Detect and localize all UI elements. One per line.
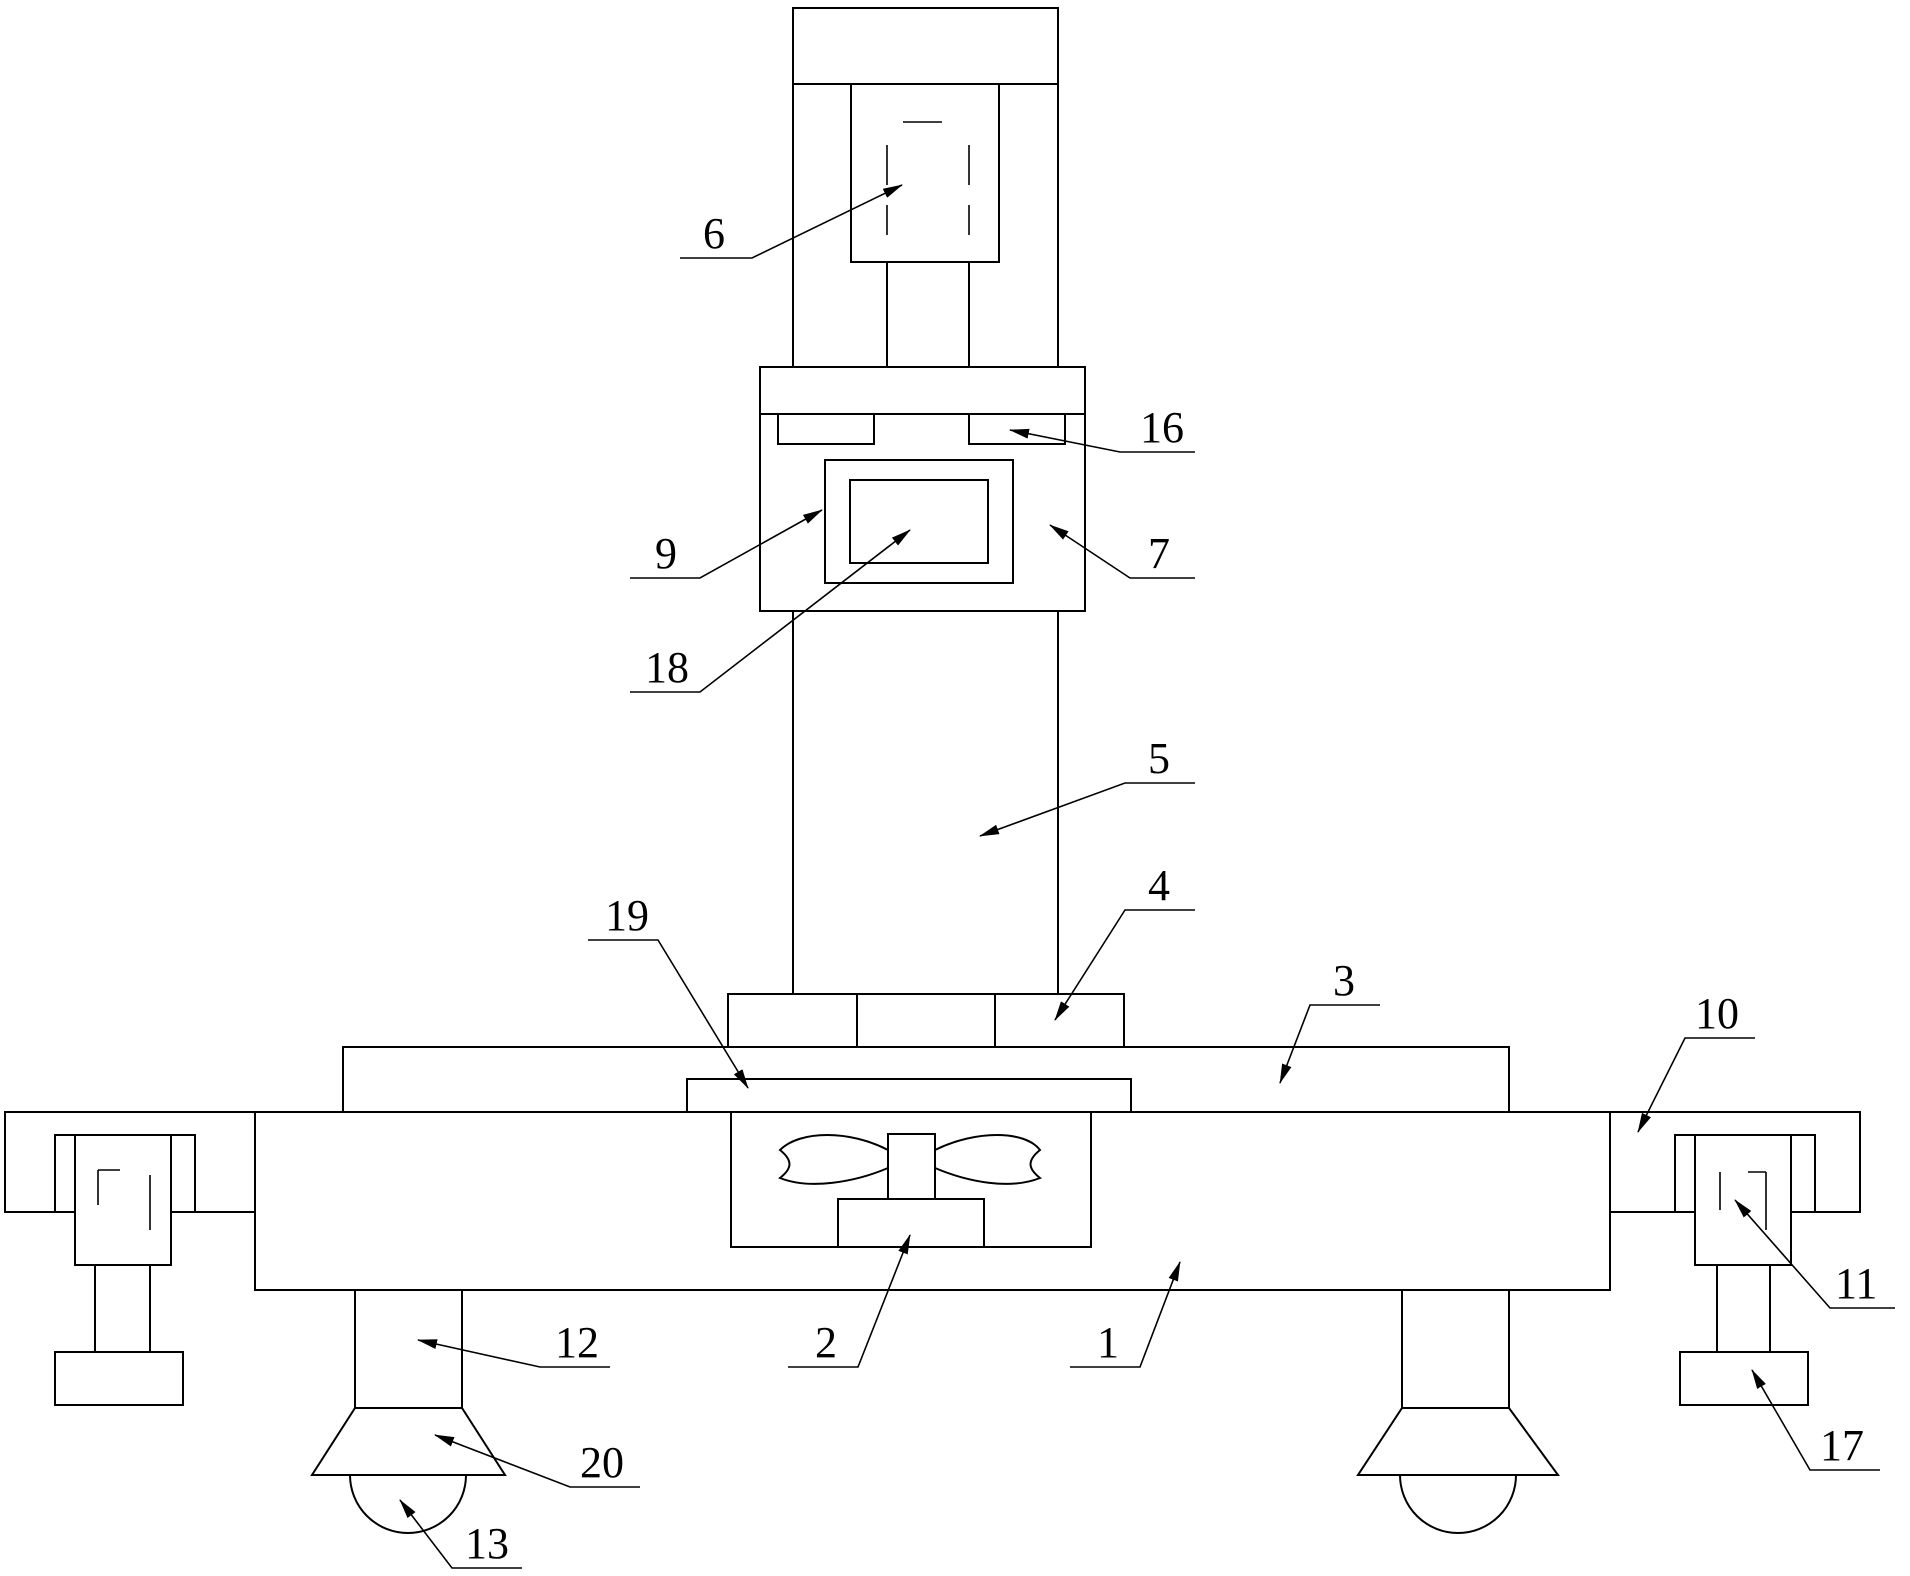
label-19: 19 bbox=[605, 891, 649, 940]
side-arms-10 bbox=[4, 1111, 1861, 1266]
base-block-4 bbox=[727, 993, 1125, 1048]
label-12: 12 bbox=[555, 1318, 599, 1367]
part-16-left bbox=[777, 413, 875, 445]
label-9: 9 bbox=[655, 529, 677, 578]
part-16-right bbox=[968, 413, 1066, 445]
label-20: 20 bbox=[580, 1438, 624, 1487]
label-11: 11 bbox=[1835, 1259, 1877, 1308]
label-13: 13 bbox=[465, 1519, 509, 1568]
foot-pads-17 bbox=[54, 1265, 1809, 1406]
mesh-19 bbox=[686, 1078, 1132, 1113]
label-6: 6 bbox=[703, 209, 725, 258]
motor-6 bbox=[850, 83, 1000, 367]
upper-column bbox=[792, 84, 1059, 367]
part-labels: 6 16 9 7 18 5 4 19 3 10 11 12 2 1 20 13 … bbox=[465, 209, 1877, 1568]
block-7 bbox=[759, 366, 1086, 612]
label-18: 18 bbox=[645, 643, 689, 692]
label-10: 10 bbox=[1695, 989, 1739, 1038]
top-cap bbox=[792, 7, 1059, 85]
column-5 bbox=[792, 611, 1059, 994]
frame-9 bbox=[824, 459, 1014, 584]
label-4: 4 bbox=[1148, 861, 1170, 910]
label-1: 1 bbox=[1097, 1318, 1119, 1367]
label-17: 17 bbox=[1820, 1421, 1864, 1470]
fan-chamber-2 bbox=[730, 1111, 1092, 1248]
label-7: 7 bbox=[1148, 529, 1170, 578]
label-5: 5 bbox=[1148, 734, 1170, 783]
label-3: 3 bbox=[1333, 956, 1355, 1005]
label-2: 2 bbox=[815, 1318, 837, 1367]
legs-12 bbox=[310, 1289, 1560, 1534]
screen-18 bbox=[849, 479, 989, 564]
leader-lines bbox=[399, 184, 1895, 1569]
label-16: 16 bbox=[1140, 403, 1184, 452]
